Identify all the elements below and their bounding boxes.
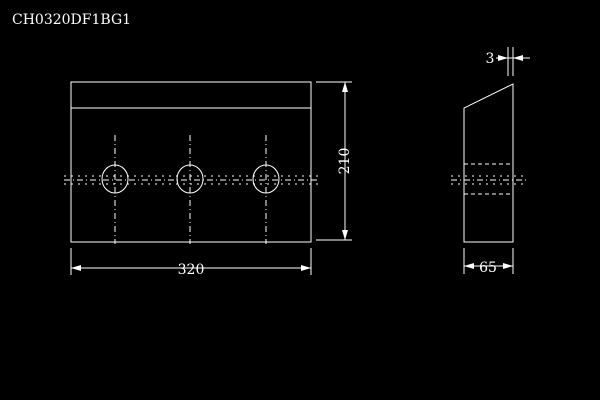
side-view: 65 3	[451, 47, 530, 276]
hole-left	[101, 135, 129, 244]
front-view: 320 210	[64, 81, 353, 278]
height-dimension: 210	[316, 81, 353, 241]
bevel-value: 3	[486, 51, 495, 67]
side-view-outline	[463, 83, 514, 243]
bevel-arrow-right	[513, 55, 523, 61]
hole-middle	[176, 135, 204, 244]
length-arrow-left	[71, 265, 81, 271]
bevel-dimension: 3	[486, 47, 530, 76]
length-value: 320	[178, 262, 205, 278]
thickness-arrow-left	[464, 263, 474, 269]
height-arrow-top	[342, 82, 348, 92]
thickness-arrow-right	[503, 263, 513, 269]
bevel-arrow-left	[498, 55, 508, 61]
thickness-dimension: 65	[463, 248, 514, 276]
height-value: 210	[337, 148, 353, 175]
height-arrow-bottom	[342, 230, 348, 240]
length-dimension: 320	[70, 248, 312, 278]
length-arrow-right	[301, 265, 311, 271]
hole-right	[252, 135, 280, 244]
part-number-title: CH0320DF1BG1	[12, 12, 131, 28]
front-view-outline	[70, 81, 312, 243]
thickness-value: 65	[479, 260, 497, 276]
